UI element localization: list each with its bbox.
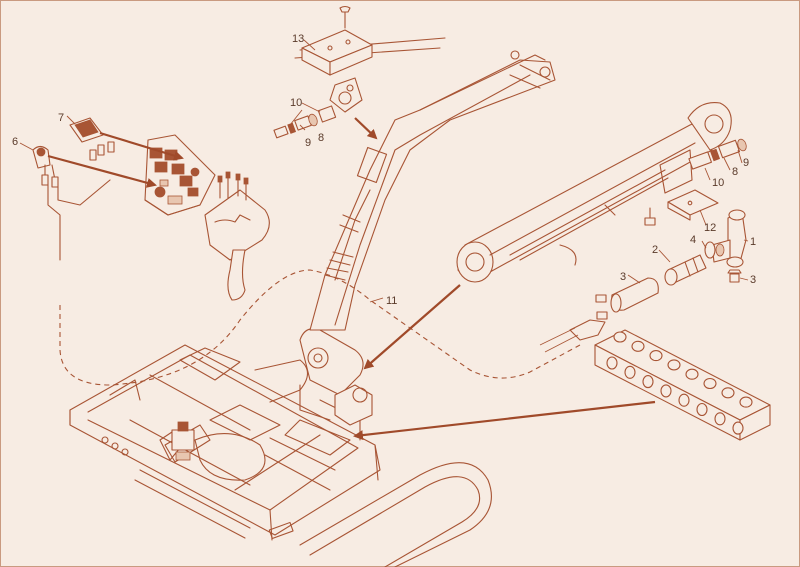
callout-4: 4: [690, 234, 696, 246]
manifold-port-fitting: [721, 387, 735, 399]
manifold-side-port: [714, 412, 726, 426]
leader-lines: [19, 39, 749, 303]
callout-10-right: 10: [712, 177, 724, 189]
manifold-port-fitting: [649, 350, 663, 362]
part-13-bracket: [301, 5, 373, 76]
manifold-port-fitting: [613, 331, 627, 343]
callout-3-right: 3: [750, 274, 756, 286]
manifold-side-port: [642, 375, 654, 389]
callout-11: 11: [386, 295, 397, 307]
manifold-side-port: [606, 356, 618, 370]
callout-3-left: 3: [620, 271, 626, 283]
swing-bracket: [299, 328, 373, 426]
manifold-port-fitting: [703, 377, 717, 390]
callout-8-right: 8: [732, 166, 738, 178]
callout-12: 12: [704, 222, 716, 234]
callout-13: 13: [292, 33, 304, 45]
fittings-right: [688, 138, 747, 170]
hydraulic-manifold: [594, 329, 771, 441]
part-1-tee-fitting: [711, 209, 747, 268]
manifold-side-port: [660, 384, 672, 398]
boom-arm: [294, 37, 556, 331]
part-2-adapter: [664, 254, 707, 286]
callout-8-left: 8: [318, 132, 324, 144]
callout-1: 1: [750, 236, 756, 248]
manifold-port-fitting: [739, 396, 753, 408]
base-frame: [69, 344, 381, 541]
manifold-side-port: [696, 402, 708, 417]
manifold-port-fitting: [667, 359, 681, 371]
part-12-plate: [644, 189, 719, 226]
callout-2: 2: [652, 244, 658, 256]
manifold-port-fitting: [685, 368, 699, 380]
crawler-track: [299, 462, 492, 567]
callout-9-left: 9: [305, 137, 311, 149]
part-3-plug: [595, 269, 742, 320]
base-valve: [171, 421, 195, 461]
hydraulic-cylinder: [456, 102, 732, 283]
callout-9-right: 9: [743, 157, 749, 169]
joystick: [204, 171, 270, 301]
control-panel: [144, 134, 216, 216]
callout-labels: 13 10 8 9 7 6 11 9 8 10 12 1 2 4 3 3: [12, 33, 756, 307]
manifold-side-port: [678, 393, 690, 407]
callout-7: 7: [58, 112, 64, 124]
callout-10-left: 10: [290, 97, 302, 109]
part-6-connector: [32, 145, 111, 261]
part-4-seal: [704, 241, 716, 259]
part-7-switch: [69, 117, 115, 161]
manifold-side-port: [732, 421, 744, 435]
pin-block: [329, 77, 363, 113]
fittings-left: [273, 105, 337, 139]
manifold-port-fitting: [631, 340, 645, 352]
callout-6: 6: [12, 136, 18, 148]
manifold-side-port: [624, 365, 636, 379]
hose-sleeve: [539, 327, 579, 353]
indicator-arrows: [47, 117, 656, 441]
hose-end: [569, 319, 606, 341]
hose-path: [59, 269, 581, 386]
